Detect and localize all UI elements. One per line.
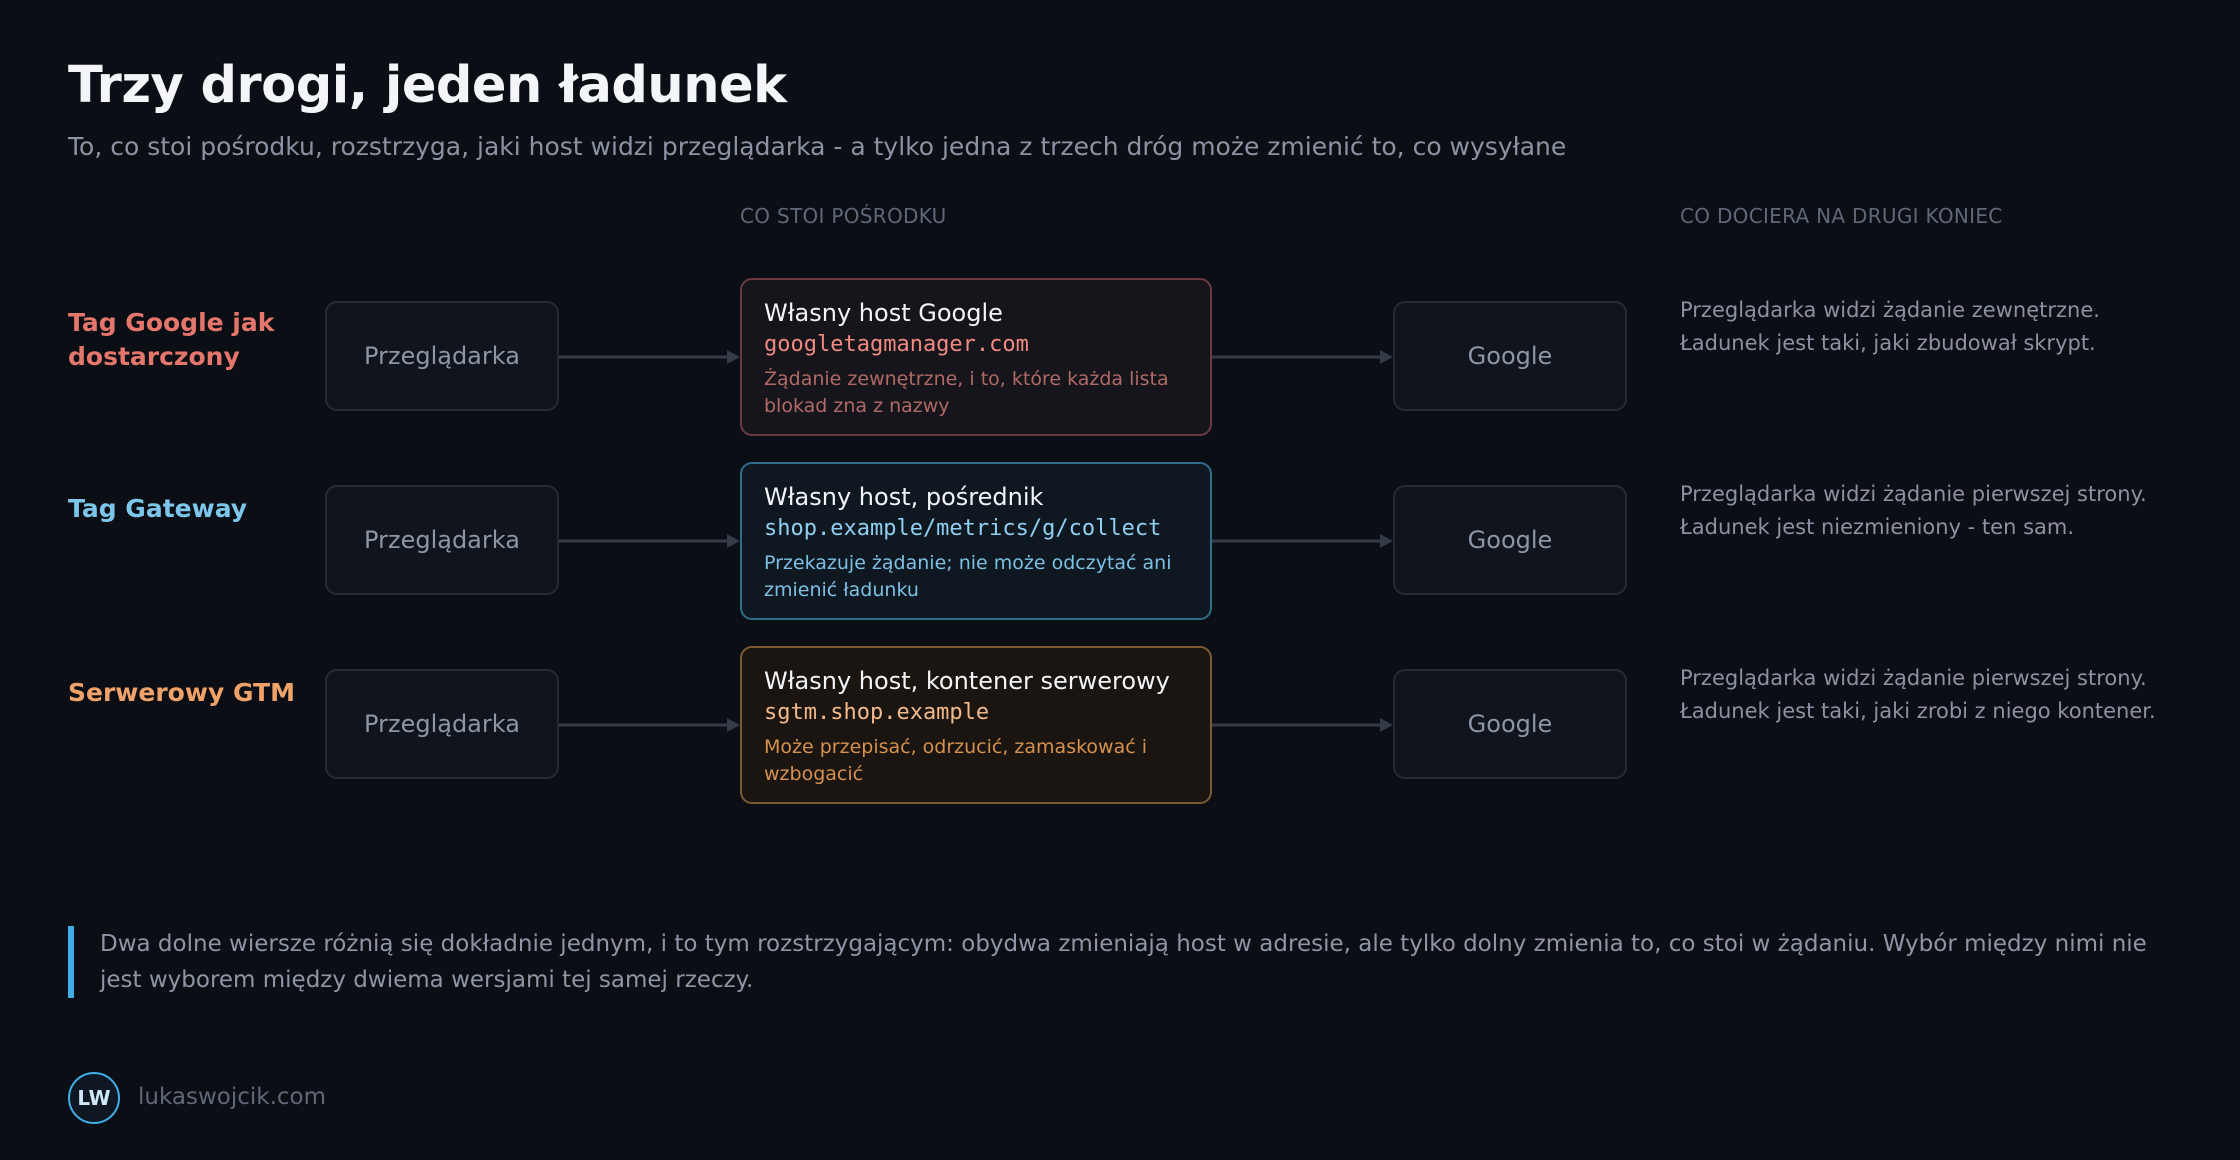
callout-note: Dwa dolne wiersze różnią się dokładnie j…	[68, 926, 2158, 998]
row-label: Tag Gateway	[68, 494, 248, 523]
arrow-source-to-middle	[559, 718, 740, 732]
middle-host: googletagmanager.com	[764, 332, 1029, 357]
middle-host: shop.example/metrics/g/collect	[764, 516, 1162, 541]
description-line-2: Ładunek jest niezmieniony - ten sam.	[1680, 515, 2075, 539]
description-line-1: Przeglądarka widzi żądanie pierwszej str…	[1680, 482, 2147, 506]
middle-title: Własny host, kontener serwerowy	[764, 667, 1170, 695]
destination-node-google: Google	[1393, 669, 1627, 779]
arrow-middle-to-destination	[1212, 534, 1393, 548]
middle-box: Własny host Google googletagmanager.com …	[740, 278, 1212, 436]
arrow-source-to-middle	[559, 350, 740, 364]
brand-logo: LW	[68, 1072, 120, 1124]
destination-node-google: Google	[1393, 301, 1627, 411]
flow-row-tag-gateway: Tag Gateway Przeglądarka Własny host, po…	[0, 460, 2240, 620]
page-title: Trzy drogi, jeden ładunek	[68, 56, 787, 115]
flow-row-server-gtm: Serwerowy GTM Przeglądarka Własny host, …	[0, 644, 2240, 804]
row-description: Przeglądarka widzi żądanie pierwszej str…	[1680, 478, 2147, 544]
middle-title: Własny host, pośrednik	[764, 483, 1044, 511]
description-line-1: Przeglądarka widzi żądanie pierwszej str…	[1680, 666, 2147, 690]
column-header-middle: CO STOI POŚRODKU	[740, 204, 947, 228]
description-line-2: Ładunek jest taki, jaki zbudował skrypt.	[1680, 331, 2096, 355]
source-node-browser: Przeglądarka	[325, 485, 559, 595]
middle-box: Własny host, kontener serwerowy sgtm.sho…	[740, 646, 1212, 804]
middle-note: Przekazuje żądanie; nie może odczytać an…	[764, 552, 1172, 601]
middle-note: Może przepisać, odrzucić, zamaskować i w…	[764, 736, 1147, 785]
middle-note: Żądanie zewnętrzne, i to, które każda li…	[764, 368, 1169, 417]
row-description: Przeglądarka widzi żądanie pierwszej str…	[1680, 662, 2156, 728]
destination-node-google: Google	[1393, 485, 1627, 595]
row-label: Serwerowy GTM	[68, 678, 295, 707]
row-label: Tag Google jak dostarczony	[68, 308, 275, 371]
source-node-browser: Przeglądarka	[325, 301, 559, 411]
row-description: Przeglądarka widzi żądanie zewnętrzne. Ł…	[1680, 294, 2100, 360]
description-line-1: Przeglądarka widzi żądanie zewnętrzne.	[1680, 298, 2100, 322]
description-line-2: Ładunek jest taki, jaki zrobi z niego ko…	[1680, 699, 2156, 723]
middle-box: Własny host, pośrednik shop.example/metr…	[740, 462, 1212, 620]
arrow-source-to-middle	[559, 534, 740, 548]
site-url[interactable]: lukaswojcik.com	[138, 1084, 327, 1110]
source-node-browser: Przeglądarka	[325, 669, 559, 779]
arrow-middle-to-destination	[1212, 350, 1393, 364]
page-subtitle: To, co stoi pośrodku, rozstrzyga, jaki h…	[68, 132, 1567, 161]
arrow-middle-to-destination	[1212, 718, 1393, 732]
middle-title: Własny host Google	[764, 299, 1003, 327]
column-header-right: CO DOCIERA NA DRUGI KONIEC	[1680, 204, 2003, 228]
flow-row-google-tag: Tag Google jak dostarczony Przeglądarka …	[0, 276, 2240, 436]
middle-host: sgtm.shop.example	[764, 700, 990, 725]
